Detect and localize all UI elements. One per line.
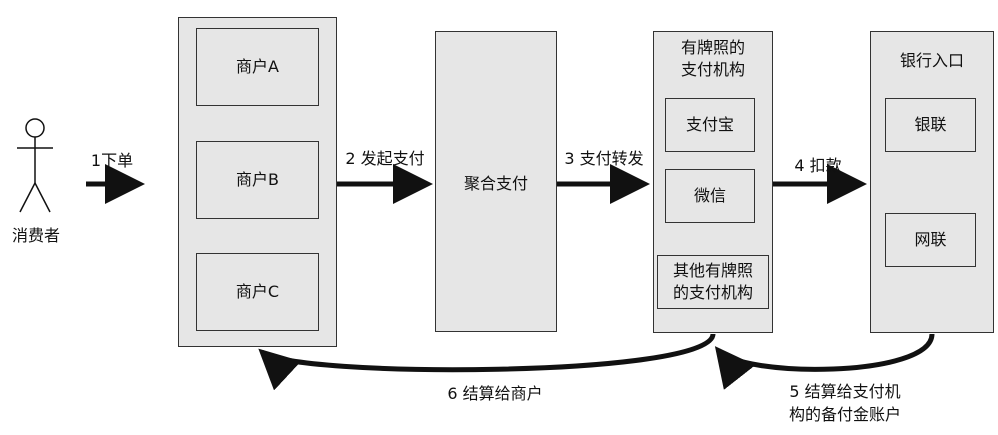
other-licensed-line-1: 其他有牌照 — [672, 261, 753, 280]
step-1-label: 1下单 — [90, 151, 134, 170]
other-licensed-box: 其他有牌照 的支付机构 — [657, 255, 769, 309]
step-5-label: 5 结算给支付机 构的备付金账户 — [760, 380, 930, 426]
wechat-box: 微信 — [665, 169, 755, 223]
aggregator-label: 聚合支付 — [463, 173, 528, 193]
arrow-settle-reserve — [714, 333, 935, 390]
merchant-a: 商户A — [196, 28, 319, 106]
licensed-title: 有牌照的 支付机构 — [653, 37, 773, 81]
bank-entry-group — [870, 31, 994, 333]
licensed-title-line-2: 支付机构 — [680, 60, 745, 79]
alipay-box: 支付宝 — [665, 98, 755, 152]
step-4-label: 4 扣款 — [794, 156, 842, 175]
aggregator-box: 聚合支付 — [435, 31, 557, 332]
step-2-label: 2 发起支付 — [345, 149, 425, 168]
merchant-c: 商户C — [196, 253, 319, 331]
consumer-stick-figure — [17, 118, 53, 213]
step-5-line-2: 构的备付金账户 — [788, 405, 901, 424]
step-3-label: 3 支付转发 — [564, 149, 644, 168]
nucc-box: 网联 — [885, 213, 976, 267]
bank-entry-title: 银行入口 — [899, 51, 964, 70]
unionpay-box: 银联 — [885, 98, 976, 152]
step-6-label: 6 结算给商户 — [447, 384, 543, 403]
consumer-label: 消费者 — [11, 226, 60, 245]
merchant-b: 商户B — [196, 141, 319, 219]
other-licensed-line-2: 的支付机构 — [672, 283, 753, 302]
arrow-settle-merchant — [258, 333, 716, 391]
licensed-title-line-1: 有牌照的 — [680, 38, 745, 57]
step-5-line-1: 5 结算给支付机 — [789, 382, 901, 401]
